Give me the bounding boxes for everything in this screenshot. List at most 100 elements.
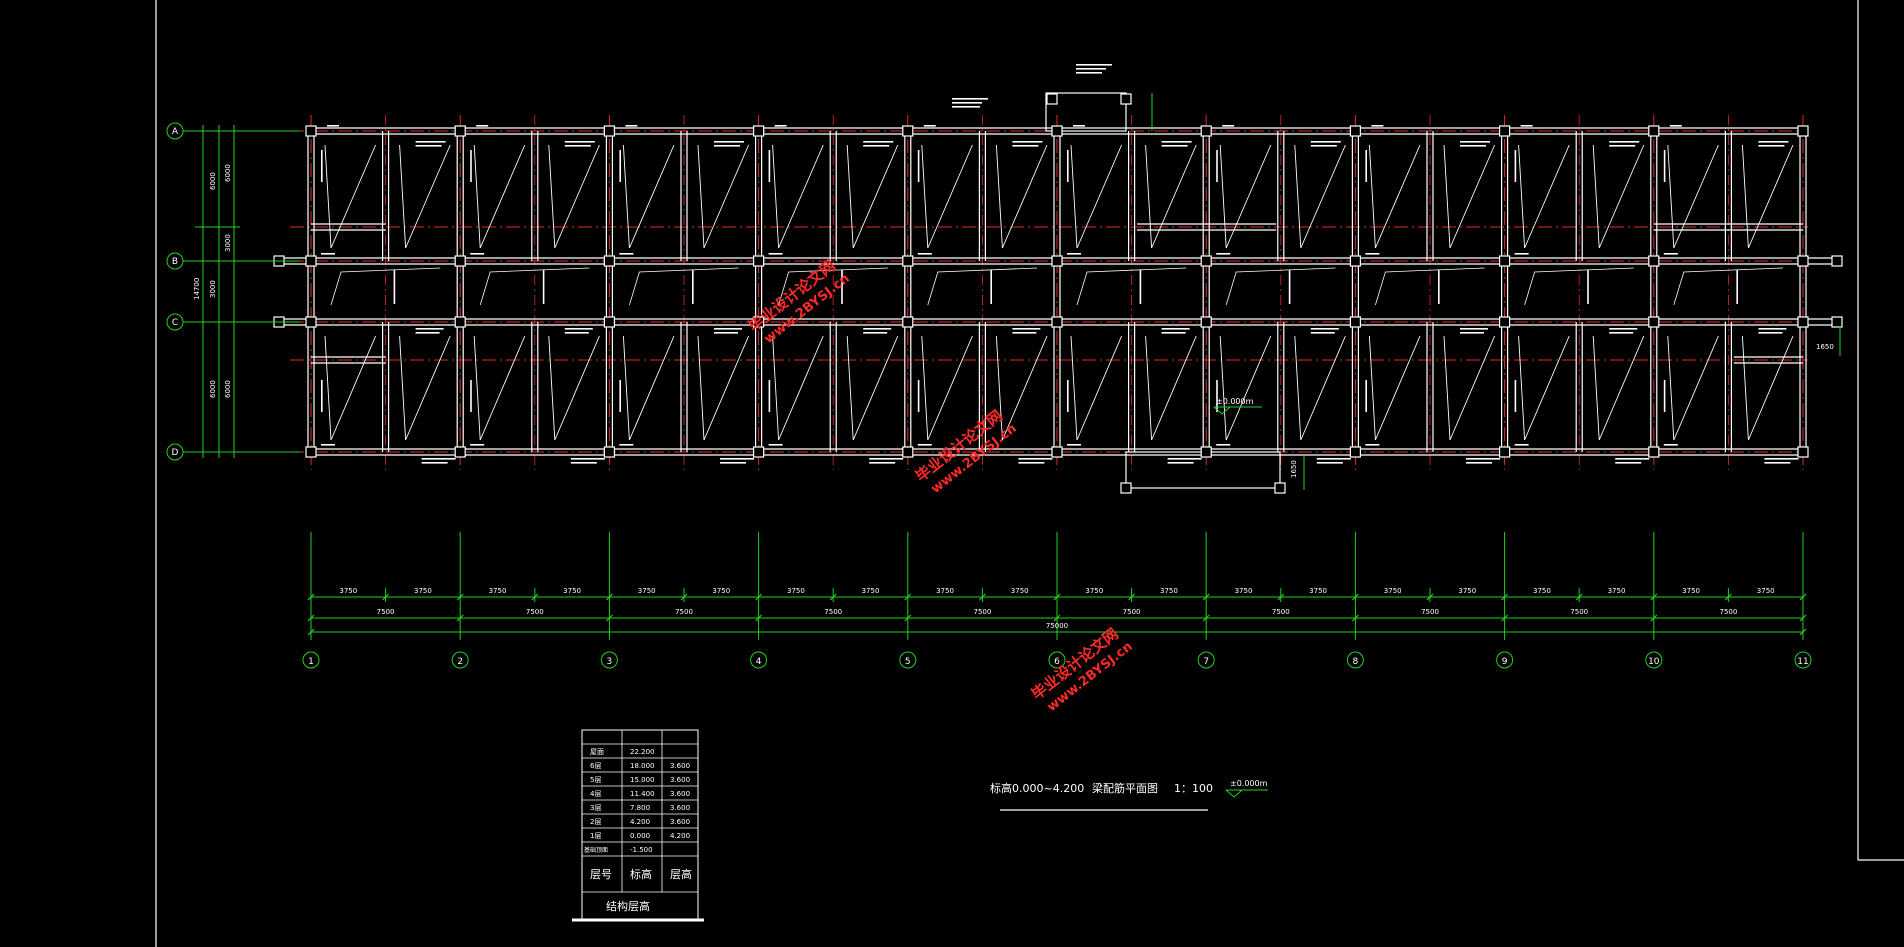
note-vertical-top-6 — [1216, 150, 1218, 182]
note-top-a-0 — [327, 125, 339, 127]
note-top-b-6 — [1310, 141, 1341, 143]
table-floor-7: 1层 — [590, 832, 601, 840]
slash-half-mid-3 — [829, 593, 837, 601]
note-vertical-top-9 — [1663, 150, 1666, 182]
table-header-elevation: 标高 — [630, 867, 652, 881]
note-leader-top-4 — [1076, 64, 1112, 66]
bay-dim-10: 7500 — [1719, 608, 1737, 616]
note-vertical-mid-8 — [1587, 270, 1589, 304]
slash-half-mid-1 — [531, 593, 539, 601]
note-top-c-8 — [1609, 145, 1636, 147]
note-bot-b-2 — [720, 462, 746, 464]
total-dim: 75000 — [1046, 622, 1068, 630]
axis-bubble-row-label-D: D — [172, 448, 179, 458]
column-stair-bottom-1 — [1120, 482, 1132, 494]
slash-half-0 — [307, 593, 315, 601]
note-mid-b-2 — [714, 332, 738, 334]
slab-line-bottom-right-1 — [399, 335, 451, 441]
note-vertical-mid-2 — [692, 270, 694, 304]
slab-line-bottom-left-6 — [1070, 335, 1123, 441]
table-floor-8: 基础顶面 — [584, 846, 608, 854]
column-1D — [305, 446, 317, 458]
half-bay-dim-1: 3750 — [339, 587, 357, 595]
note-top-b-2 — [714, 141, 744, 143]
axis-bubble-col-10 — [1645, 651, 1663, 669]
left-dim-inner-1: 6000 — [224, 164, 232, 182]
column-2A — [454, 125, 466, 137]
table-height-3: 3.600 — [670, 776, 690, 784]
bay-dim-9: 7500 — [1570, 608, 1588, 616]
axis-bubble-col-label-3: 3 — [607, 657, 613, 667]
slab-line-top-right-4 — [846, 144, 899, 249]
note-top-b-9 — [1758, 141, 1789, 143]
slab-line-bottom-right-2 — [548, 335, 600, 441]
small-dim-bottom: 1650 — [1290, 455, 1305, 490]
note-d-a-6 — [1216, 444, 1231, 446]
note-bot-a-1 — [570, 458, 605, 460]
note-vertical-bot-3 — [768, 380, 771, 412]
note-bot-b-8 — [1615, 462, 1642, 464]
note-top-a-2 — [625, 125, 638, 127]
note-bot-a-9 — [1764, 458, 1799, 460]
half-bay-dim-12: 3750 — [1160, 587, 1178, 595]
note-top-b-4 — [1012, 141, 1043, 143]
slab-line-top-left-5 — [921, 144, 973, 249]
note-top-a-4 — [923, 125, 936, 127]
half-bay-dim-14: 3750 — [1309, 587, 1327, 595]
note-bot-a-6 — [1316, 458, 1351, 460]
bay-dim-5: 7500 — [973, 608, 991, 616]
slash-bay-1 — [456, 614, 464, 622]
note-top-b-0 — [415, 141, 446, 143]
note-b-a-5 — [1067, 253, 1081, 255]
axis-bubble-col-1 — [302, 651, 320, 669]
note-vertical-bot-6 — [1216, 380, 1218, 412]
note-vertical-mid-0 — [393, 270, 396, 304]
note-b-a-2 — [619, 253, 634, 255]
slab-line-top-right-5 — [995, 144, 1048, 249]
title-elevation-range: 标高0.000~4.200 — [990, 781, 1084, 795]
note-mid-b-9 — [1758, 332, 1783, 334]
column-cantilever-right-C — [1831, 316, 1843, 328]
note-d-a-7 — [1365, 444, 1380, 446]
slash-bay-5 — [1053, 614, 1061, 622]
column-5C — [902, 316, 914, 328]
slash-half-8 — [1501, 593, 1509, 601]
half-bay-dim-5: 3750 — [638, 587, 656, 595]
note-vertical-top-8 — [1514, 150, 1517, 182]
column-stair-top-1 — [1046, 93, 1058, 105]
slab-line-top-right-8 — [1443, 144, 1496, 249]
slab-line-top-left-4 — [772, 144, 824, 249]
column-4C — [752, 316, 765, 328]
half-bay-dim-8: 3750 — [862, 587, 880, 595]
slab-line-bottom-left-4 — [772, 335, 824, 441]
note-vertical-mid-1 — [542, 270, 545, 304]
slash-half-mid-4 — [978, 593, 986, 601]
note-mid-a-0 — [415, 328, 444, 330]
column-11C — [1797, 316, 1809, 328]
note-top-a-6 — [1222, 125, 1235, 127]
axis-bubble-col-9 — [1496, 651, 1514, 669]
column-11A — [1797, 125, 1809, 137]
slash-half-1 — [456, 593, 464, 601]
note-vertical-bot-9 — [1663, 380, 1666, 412]
table-elev-1: 22.200 — [630, 748, 655, 756]
note-mid-a-7 — [1460, 328, 1488, 330]
note-bot-a-0 — [421, 458, 456, 460]
beam-annotations — [321, 64, 1799, 464]
slash-half-6 — [1202, 593, 1210, 601]
slash-half-mid-2 — [680, 593, 688, 601]
axis-bubble-col-label-10: 10 — [1648, 657, 1660, 667]
slash-total-right — [1799, 628, 1807, 636]
note-top-a-8 — [1520, 125, 1533, 127]
note-vertical-bot-5 — [1067, 380, 1069, 412]
slab-line-top-left-3 — [622, 144, 675, 249]
slab-reinforcement-lines — [324, 144, 1794, 441]
slash-half-9 — [1650, 593, 1658, 601]
axis-bubble-row-label-A: A — [172, 127, 179, 137]
half-bay-dim-18: 3750 — [1608, 587, 1626, 595]
slab-line-bottom-right-5 — [995, 335, 1048, 441]
column-2C — [454, 316, 466, 328]
half-bay-dim-4: 3750 — [563, 587, 581, 595]
slab-line-corridor-5 — [927, 267, 1038, 306]
